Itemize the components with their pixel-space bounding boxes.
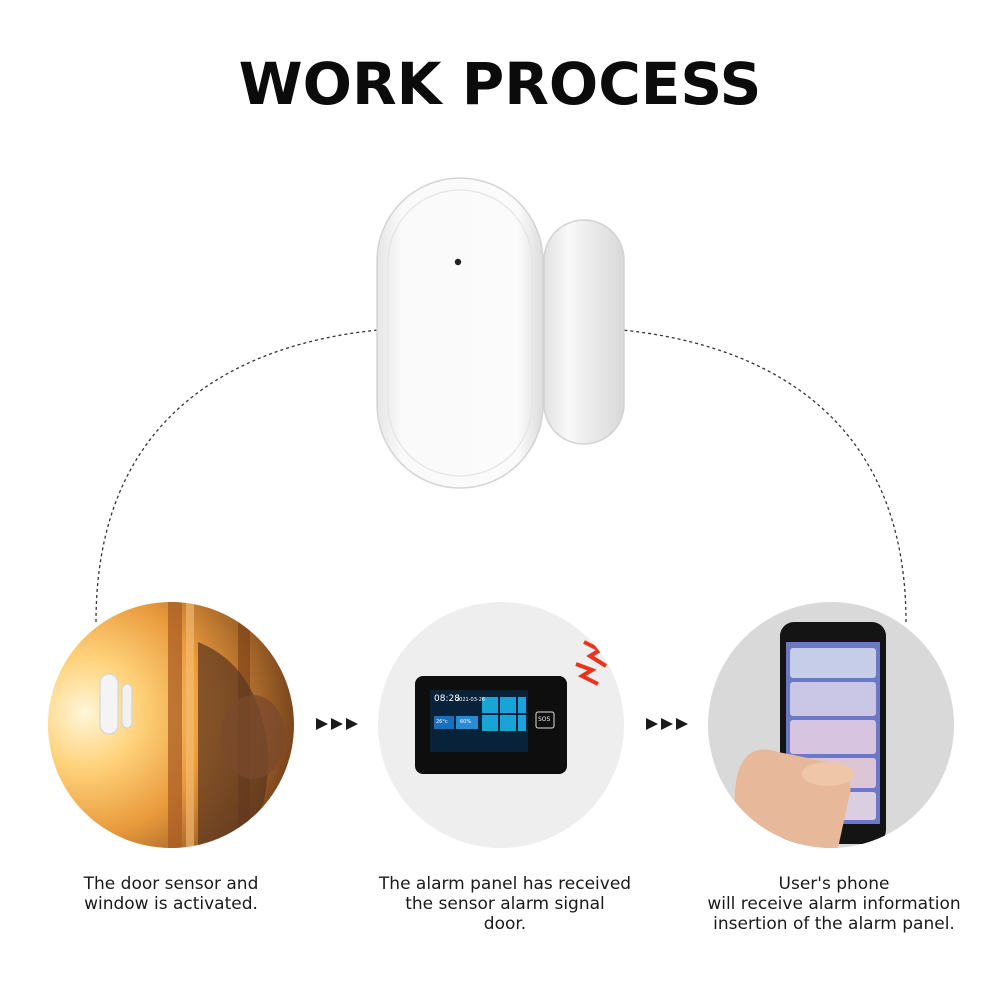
page-title: WORK PROCESS [238,50,762,118]
step-2-caption: The alarm panel has received the sensor … [355,874,655,934]
step-3-caption-line: insertion of the alarm panel. [713,914,955,934]
step-3-caption: User's phone will receive alarm informat… [684,874,984,934]
step-2-caption-line: The alarm panel has received [378,874,632,894]
panel-date: 2021-03-26 [456,697,486,703]
panel-time: 08:28 [434,694,460,704]
step-2-image: 08:28 2021-03-26 26°c 60% SOS [378,602,624,848]
step-1-image [48,602,294,848]
step-3-caption-line: User's phone [778,874,890,894]
panel-temp: 26°c [436,719,448,725]
step-1-caption-line: The door sensor and [83,874,259,894]
step-1-caption-line: window is activated. [84,894,258,914]
panel-sos-label: SOS [538,716,551,723]
step-3-image [708,602,954,848]
phone-illustration [734,622,886,848]
step-2-caption-line: door. [483,914,527,934]
step-1-caption: The door sensor and window is activated. [21,874,321,914]
panel-humidity: 60% [460,719,472,725]
door-scene-illustration [48,602,294,848]
step-2-caption-line: the sensor alarm signal [405,894,605,914]
alarm-panel-illustration [415,640,608,774]
step-3-caption-line: will receive alarm information [707,894,961,914]
